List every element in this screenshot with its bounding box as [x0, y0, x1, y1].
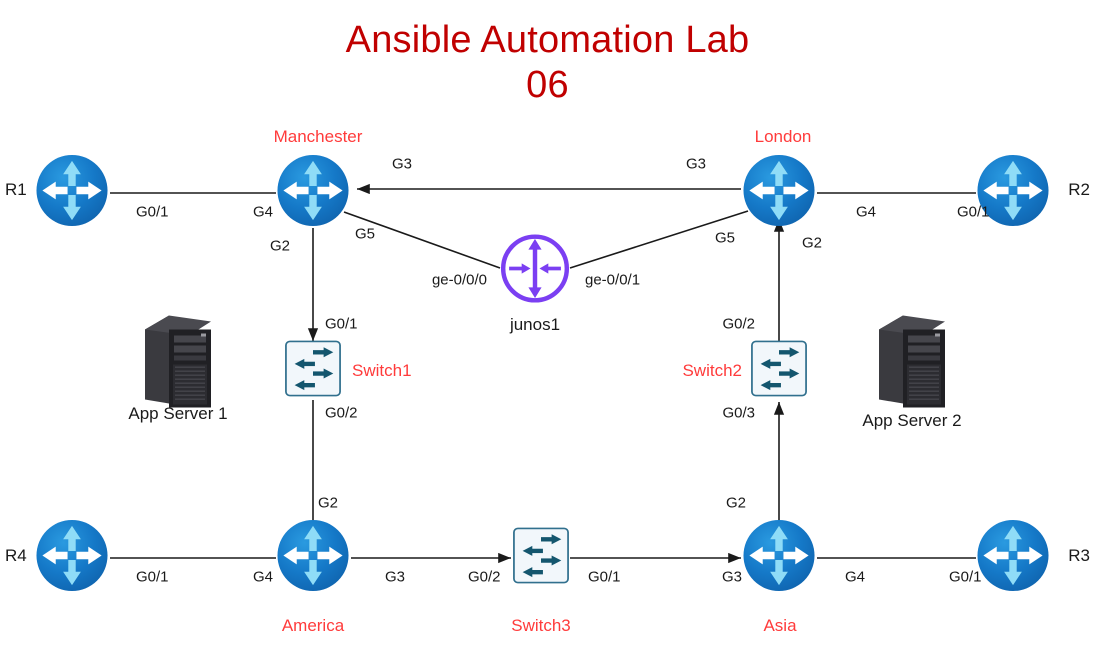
router-icon — [743, 519, 815, 592]
router-asia[interactable] — [742, 519, 816, 598]
router-r1[interactable] — [35, 154, 109, 233]
router-icon — [977, 154, 1049, 227]
interface-label: G0/1 — [588, 568, 621, 586]
router-r3[interactable] — [976, 519, 1050, 598]
device-label: junos1 — [509, 315, 561, 334]
interface-label: G4 — [845, 568, 866, 586]
switch-switch2[interactable] — [750, 340, 808, 403]
interface-label: G0/1 — [949, 568, 982, 586]
interface-label: ge-0/0/0 — [431, 271, 487, 289]
interface-label: G0/1 — [957, 203, 990, 221]
router-icon — [277, 519, 349, 592]
page-title: Ansible Automation Lab 06 — [345, 19, 750, 106]
switch-switch1[interactable] — [284, 340, 342, 403]
interface-label: G3 — [685, 155, 706, 173]
server-tower-icon — [145, 315, 211, 408]
interface-label: G0/2 — [722, 315, 755, 333]
interface-label: G2 — [269, 237, 290, 255]
switch-icon — [513, 527, 569, 584]
interface-label: G3 — [722, 568, 743, 586]
device-label: Switch3 — [511, 616, 571, 635]
router-america[interactable] — [276, 519, 350, 598]
device-label: Switch1 — [352, 361, 412, 380]
interface-label: G5 — [355, 225, 376, 243]
device-label: London — [754, 127, 812, 146]
router-r4[interactable] — [35, 519, 109, 598]
router-icon — [277, 154, 349, 227]
interface-label: G2 — [802, 234, 823, 252]
device-label: R2 — [1068, 180, 1090, 199]
server-app-server-2[interactable] — [875, 308, 949, 417]
interface-label: G0/2 — [468, 568, 501, 586]
interface-label: G4 — [253, 568, 274, 586]
interface-label: G0/1 — [325, 315, 358, 333]
interface-label: G4 — [856, 203, 877, 221]
device-label: Switch2 — [682, 361, 742, 380]
device-label: R4 — [5, 546, 27, 565]
interface-label: ge-0/0/1 — [585, 271, 641, 289]
router-r2[interactable] — [976, 154, 1050, 233]
interface-label: G0/1 — [136, 203, 169, 221]
interface-label: G2 — [725, 494, 746, 512]
router-junos1[interactable] — [498, 232, 572, 311]
device-label: Manchester — [273, 127, 363, 146]
switch-icon — [751, 340, 807, 397]
interface-label: G4 — [253, 203, 274, 221]
interface-label: G0/3 — [722, 404, 755, 422]
interface-label: G3 — [392, 155, 413, 173]
router-manchester[interactable] — [276, 154, 350, 233]
device-label: Asia — [763, 616, 797, 635]
device-label: App Server 1 — [128, 404, 228, 423]
interface-label: G2 — [317, 494, 338, 512]
router-london[interactable] — [742, 154, 816, 233]
router-icon — [977, 519, 1049, 592]
router-icon — [743, 154, 815, 227]
junos-router-icon — [500, 234, 570, 303]
switch-icon — [285, 340, 341, 397]
router-icon — [36, 154, 108, 227]
interface-label: G5 — [714, 229, 735, 247]
interface-label: G0/2 — [325, 404, 358, 422]
server-app-server-1[interactable] — [141, 308, 215, 417]
switch-switch3[interactable] — [512, 527, 570, 590]
server-tower-icon — [879, 315, 945, 408]
device-label: R1 — [5, 180, 27, 199]
device-label: App Server 2 — [862, 411, 962, 430]
router-icon — [36, 519, 108, 592]
device-label: America — [281, 616, 345, 635]
interface-label: G0/1 — [136, 568, 169, 586]
interface-label: G3 — [385, 568, 406, 586]
device-label: R3 — [1068, 546, 1090, 565]
